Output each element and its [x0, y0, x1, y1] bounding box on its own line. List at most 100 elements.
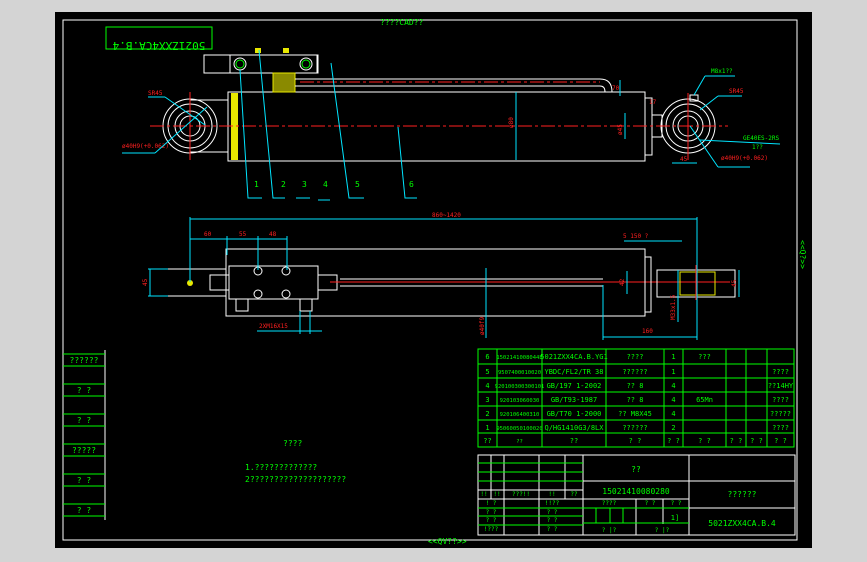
- part-label-1: 1: [254, 180, 259, 189]
- table-cell: ??????: [622, 424, 647, 432]
- table-cell: 920100300300101: [495, 384, 545, 390]
- table-cell: 4: [485, 382, 489, 390]
- piston-seal: [231, 93, 238, 160]
- table-cell: 5: [485, 368, 489, 376]
- table-header-cell: ? ?: [629, 437, 642, 445]
- dim-overall: 860~1420: [432, 212, 461, 219]
- top-view: ø80 70 SR45 ø40H9(+0.062) M8x1?? SR45 GE…: [122, 48, 781, 201]
- title-block-label: ? ?: [486, 517, 497, 524]
- bearing-sub: 1??: [752, 144, 763, 151]
- corner-code: 5021ZXX4CA.B.4: [112, 39, 205, 52]
- oil-pipe: [295, 78, 613, 93]
- title-block-label: ? ?: [547, 509, 558, 516]
- part-label-3: 3: [302, 180, 307, 189]
- table-header-cell: ??: [570, 437, 578, 445]
- dim-55: 55: [239, 231, 247, 238]
- table-cell: 1: [485, 424, 489, 432]
- table-cell: 4: [671, 410, 675, 418]
- part-label-5: 5: [355, 180, 360, 189]
- table-cell: ????: [627, 353, 644, 361]
- table-cell: 920103060030: [500, 398, 540, 404]
- table-header-cell: ? ?: [730, 437, 743, 445]
- strip-label: ??????: [70, 356, 99, 365]
- table-cell: ?? M8X45: [618, 410, 652, 418]
- dim-stroke: 5 150 ?: [623, 233, 649, 240]
- section-hatch: [272, 72, 296, 93]
- title-block-label: ? ?: [547, 517, 558, 524]
- title-block-label: ? ?: [486, 509, 497, 516]
- company-name: ??????: [728, 490, 757, 499]
- sr-left: SR45: [148, 90, 163, 97]
- table-cell: 4: [671, 396, 675, 404]
- table-cell: 2: [485, 410, 489, 418]
- title-block-label: ???!!: [512, 491, 530, 498]
- title-block-label: ??: [570, 491, 578, 498]
- table-cell: ??14HY: [768, 382, 794, 390]
- bottom-view: 860~1420 60 55 48 45 2XM16X15 ø40f9 5 15…: [142, 212, 740, 340]
- table-header-cell: ? ?: [750, 437, 763, 445]
- part-label-6: 6: [409, 180, 414, 189]
- table-cell: ????: [772, 396, 789, 404]
- dim-60: 60: [204, 231, 212, 238]
- dim-pipe: 70: [612, 85, 620, 92]
- dim-rod: ø45: [617, 124, 624, 135]
- table-cell: 9507400010020: [498, 370, 541, 376]
- title-block-label: !!: [493, 491, 500, 498]
- table-cell: ?? 8: [627, 396, 644, 404]
- table-header-cell: ??: [483, 437, 491, 445]
- note-line: 2????????????????????: [245, 475, 346, 484]
- right-label: <<Q?>>: [798, 240, 807, 269]
- table-header-cell: ? ?: [667, 437, 680, 445]
- strip-label: ? ?: [77, 416, 92, 425]
- note-line: 1.?????????????: [245, 463, 317, 472]
- table-cell: 1: [671, 368, 675, 376]
- table-cell: 6: [485, 353, 489, 361]
- title-block-label: !!: [548, 491, 555, 498]
- dim-48: 48: [269, 231, 277, 238]
- title-block-label: ? ?: [547, 526, 558, 533]
- dim-45: 45: [680, 156, 688, 163]
- table-cell: ???: [698, 353, 711, 361]
- table-header-cell: ??: [516, 439, 523, 445]
- rod-side: [340, 278, 603, 287]
- sheet-number: 1]: [671, 514, 679, 522]
- title-block-label: ? ?: [671, 500, 682, 507]
- bearing-callout: GE40ES-2RS: [743, 135, 780, 142]
- table-cell: 920106400310: [500, 412, 540, 418]
- drawing-name: ??: [631, 465, 641, 474]
- title-block-label: ? ?: [645, 500, 656, 507]
- sr-right: SR45: [729, 88, 744, 95]
- dim-160: 160: [642, 328, 653, 335]
- table-cell: YBDC/FL2/TR 38: [544, 368, 603, 376]
- strip-label: ? ?: [77, 476, 92, 485]
- dim-42: 42: [619, 278, 626, 286]
- part-label-4: 4: [323, 180, 328, 189]
- strip-label: ? ?: [77, 506, 92, 515]
- table-cell: 3: [485, 396, 489, 404]
- title-block-label: ? |?: [602, 527, 617, 534]
- table-cell: GB/T93-1987: [551, 396, 597, 404]
- dim-rod-dia: ø40f9: [479, 317, 486, 335]
- table-cell: 95060050100020: [496, 426, 542, 432]
- bore-left: ø40H9(+0.062): [122, 143, 169, 150]
- dim-45-right: 45: [731, 279, 738, 287]
- table-cell: 1: [671, 353, 675, 361]
- table-cell: ?????: [770, 410, 791, 418]
- table-cell: 65Mn: [696, 396, 713, 404]
- strip-label: ? ?: [77, 386, 92, 395]
- drawing-canvas: [55, 12, 812, 548]
- bottom-label: <<QV??>>: [428, 537, 467, 546]
- table-header-cell: ? ?: [774, 437, 787, 445]
- dim-dia: ø80: [508, 117, 515, 128]
- dim-45-left: 45: [142, 278, 149, 286]
- table-cell: GB/197 1-2002: [547, 382, 602, 390]
- top-title: ????CAD??: [380, 18, 424, 27]
- corner-code-box: [105, 26, 213, 50]
- bore-right: ø40H9(+0.062): [721, 155, 768, 162]
- table-cell: 2: [671, 424, 675, 432]
- thread-callout: M8x1??: [711, 68, 733, 75]
- table-cell: ?? 8: [627, 382, 644, 390]
- title-block-label: ? |?: [655, 527, 670, 534]
- title-block-label: ????: [602, 500, 617, 507]
